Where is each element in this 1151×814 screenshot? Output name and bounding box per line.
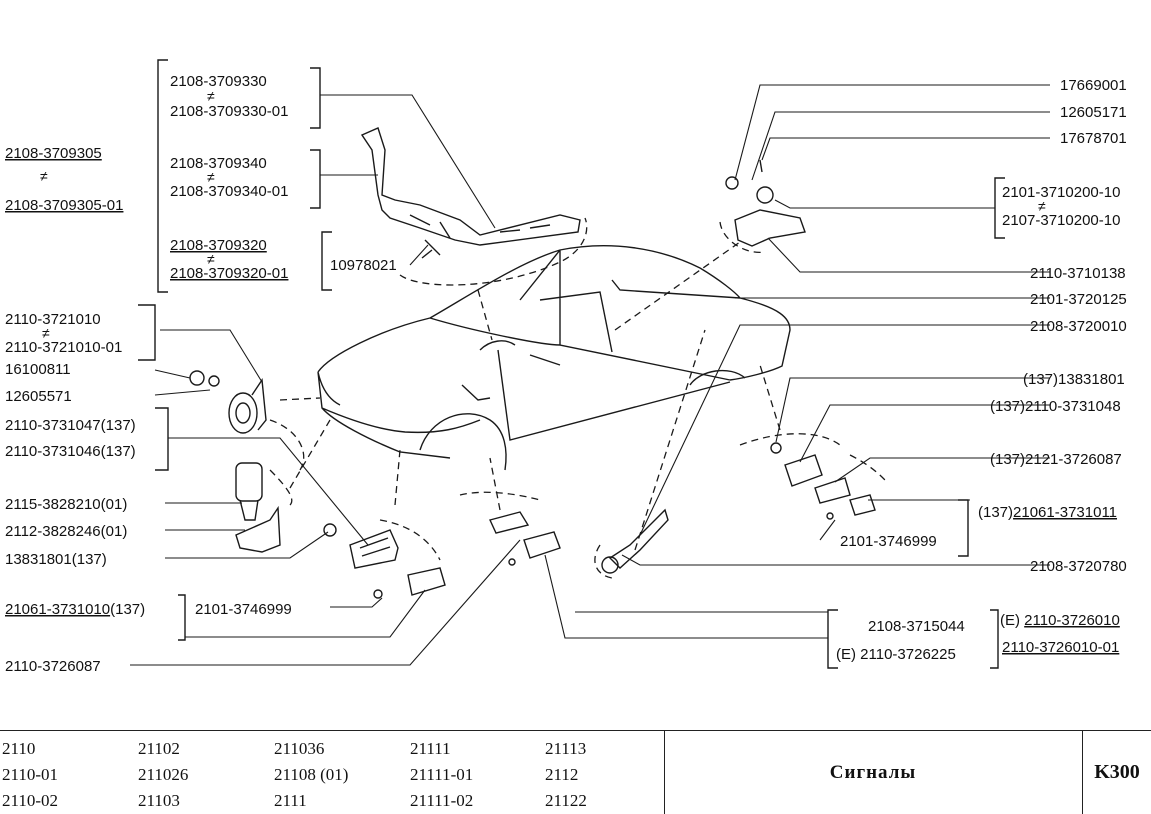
model-cell: 2110-02 [2, 791, 59, 810]
illustration [189, 127, 876, 599]
label-stalk-340: 2108-3709340 [170, 155, 267, 172]
label-bulb-left: 2101-3746999 [195, 601, 292, 618]
footer-table: 2110 21102 211036 21111 21113 2110-01 21… [0, 730, 1151, 814]
label-nut-13831801: 13831801(137) [5, 551, 107, 568]
horn-assembly [189, 370, 267, 434]
side-lamps [489, 511, 561, 566]
label-headlamp-3731046: 2110-3731046(137) [5, 443, 136, 460]
label-lamp-137-3731011: (137)21061-3731011 [978, 504, 1117, 521]
label-screw-10978021: 10978021 [330, 257, 397, 274]
not-equal-3: ≠ [207, 169, 215, 185]
brackets [138, 59, 1005, 669]
model-cell: 21122 [545, 791, 587, 810]
label-stalk-320-01: 2108-3709320-01 [170, 265, 288, 282]
sensor-assembly [235, 462, 281, 553]
leader-lines [130, 84, 1050, 666]
label-washer-12605571: 12605571 [5, 388, 72, 405]
label-lamp-e-3726010: (E) 2110-3726010 [1000, 612, 1120, 629]
model-cell: 21113 [545, 739, 587, 758]
dashed-callouts [269, 217, 886, 579]
label-sensor-3828246: 2112-3828246(01) [5, 523, 127, 540]
label-screw-17678701: 17678701 [1060, 130, 1127, 147]
label-lamp-3726087-left: 2110-3726087 [5, 658, 101, 675]
model-cell: 2110 [2, 739, 36, 758]
model-cell: 21111-01 [410, 765, 474, 784]
label-bolt-17669001: 17669001 [1060, 77, 1127, 94]
model-cell: 21103 [138, 791, 180, 810]
label-sensor-3828210: 2115-3828210(01) [5, 496, 127, 513]
model-cell: 2112 [545, 765, 579, 784]
model-cell: 21108 (01) [274, 765, 349, 784]
label-washer-12605171: 12605171 [1060, 104, 1127, 121]
label-stalk-330: 2108-3709330 [170, 73, 267, 90]
not-equal-4: ≠ [207, 251, 215, 267]
steering-wheel [461, 340, 561, 401]
stalk-assembly [360, 127, 581, 259]
label-bulb-right: 2101-3746999 [840, 533, 937, 550]
not-equal-1: ≠ [40, 168, 48, 184]
label-lamp-137-3726087: (137)2121-3726087 [990, 451, 1122, 468]
label-horn-3721010-01: 2110-3721010-01 [5, 339, 122, 356]
door-switch [601, 508, 669, 574]
label-horn-3721010: 2110-3721010 [5, 311, 101, 328]
model-cell: 21102 [138, 739, 180, 758]
model-cell: 21111-02 [410, 791, 474, 810]
label-repeater-3731010: 21061-3731010(137) [5, 601, 145, 618]
label-nut-137: (137)13831801 [1023, 371, 1125, 388]
label-stalk-320: 2108-3709320 [170, 237, 267, 254]
label-horn-bracket-a: 2108-3709305 [5, 145, 102, 162]
label-headlamp-3731047: 2110-3731047(137) [5, 417, 136, 434]
label-bracket-3710138: 2110-3710138 [1030, 265, 1126, 282]
label-switch-3720125: 2101-3720125 [1030, 291, 1127, 308]
label-lamp-3726010-01: 2110-3726010-01 [1002, 639, 1119, 656]
front-wheel [419, 413, 507, 471]
label-horn-bracket-b: 2108-3709305-01 [5, 197, 123, 214]
label-relay-3710200-10: 2101-3710200-10 [1002, 184, 1120, 201]
relay-assembly [725, 159, 806, 247]
label-stalk-330-01: 2108-3709330-01 [170, 103, 288, 120]
model-cell: 2110-01 [2, 765, 59, 784]
model-cell: 211036 [274, 739, 325, 758]
label-lamp-e-3726225: (E) 2110-3726225 [836, 646, 956, 663]
rear-wheel-arch [689, 369, 746, 386]
car-illustration [317, 245, 791, 459]
left-lamps [323, 523, 446, 599]
label-lamp-137-3731048: (137)2110-3731048 [990, 398, 1121, 415]
section-code: K300 [1094, 761, 1140, 783]
right-lamps [770, 442, 876, 520]
model-cell: 21111 [410, 739, 451, 758]
label-switch-3720780: 2108-3720780 [1030, 558, 1127, 575]
parts-diagram: 2108-3709305 ≠ 2108-3709305-01 2108-3709… [5, 59, 1127, 675]
model-list: 2110 21102 211036 21111 21113 2110-01 21… [0, 731, 665, 814]
model-cell: 211026 [138, 765, 189, 784]
label-nut-16100811: 16100811 [5, 361, 71, 378]
label-relay-2107: 2107-3710200-10 [1002, 212, 1120, 229]
model-cell: 2111 [274, 791, 307, 810]
label-lamp-3715044: 2108-3715044 [868, 618, 965, 635]
label-stalk-340-01: 2108-3709340-01 [170, 183, 288, 200]
not-equal-6: ≠ [1038, 198, 1046, 214]
part-labels: 2108-3709305 ≠ 2108-3709305-01 2108-3709… [5, 73, 1127, 675]
label-switch-3720010: 2108-3720010 [1030, 318, 1127, 335]
not-equal-2: ≠ [207, 88, 215, 104]
not-equal-5: ≠ [42, 325, 50, 341]
section-title: Сигналы [664, 731, 1083, 814]
